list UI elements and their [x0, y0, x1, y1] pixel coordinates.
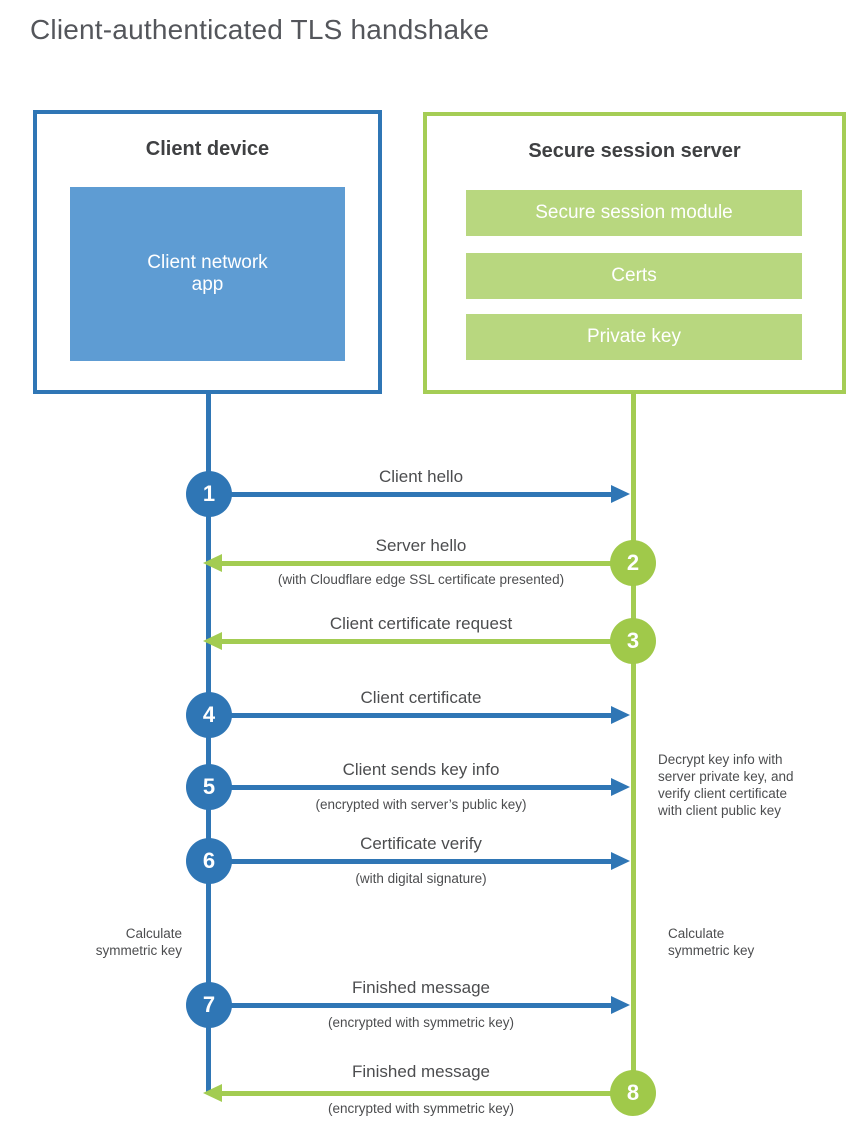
step-3-arrowhead-icon: [203, 632, 222, 650]
step-5-sublabel: (encrypted with server’s public key): [315, 797, 527, 812]
step-4-arrowhead-icon: [611, 706, 630, 724]
client-network-app-module: Client network app: [70, 187, 345, 361]
step-2-badge: 2: [610, 540, 656, 586]
step-1-arrowhead-icon: [611, 485, 630, 503]
step-3-arrow: [222, 639, 633, 644]
step-7-sublabel: (encrypted with symmetric key): [327, 1015, 515, 1030]
step-8-arrowhead-icon: [203, 1084, 222, 1102]
client-lifeline: [206, 392, 211, 1093]
step-5-badge: 5: [186, 764, 232, 810]
step-7-label: Finished message: [352, 978, 490, 997]
step-4-badge: 4: [186, 692, 232, 738]
step-1-badge: 1: [186, 471, 232, 517]
step-4-label: Client certificate: [360, 688, 482, 707]
step-5-label: Client sends key info: [342, 760, 500, 779]
secure-session-server-box: Secure session server Secure session mod…: [423, 112, 846, 394]
step-1-arrow: [209, 492, 613, 497]
step-2-sublabel: (with Cloudflare edge SSL certificate pr…: [277, 572, 565, 587]
step-6-label: Certificate verify: [360, 834, 482, 853]
step-6-arrowhead-icon: [611, 852, 630, 870]
step-2-arrowhead-icon: [203, 554, 222, 572]
step-6-arrow: [209, 859, 613, 864]
step-7-arrow: [209, 1003, 613, 1008]
decrypt-note: Decrypt key info with server private key…: [658, 752, 794, 818]
step-7-arrowhead-icon: [611, 996, 630, 1014]
step-6-sublabel: (with digital signature): [355, 871, 487, 886]
step-8-badge: 8: [610, 1070, 656, 1116]
step-4-arrow: [209, 713, 613, 718]
step-8-arrow: [222, 1091, 633, 1096]
step-8-sublabel: (encrypted with symmetric key): [327, 1101, 515, 1116]
client-device-title: Client device: [145, 138, 270, 160]
step-1-label: Client hello: [378, 467, 464, 486]
server-module-secure-session: Secure session module: [466, 190, 802, 236]
client-device-box: Client device Client network app: [33, 110, 382, 394]
page-title: Client-authenticated TLS handshake: [30, 14, 490, 45]
step-5-arrow: [209, 785, 613, 790]
step-6-badge: 6: [186, 838, 232, 884]
step-3-label: Client certificate request: [329, 614, 513, 633]
step-7-badge: 7: [186, 982, 232, 1028]
step-8-label: Finished message: [352, 1062, 490, 1081]
calculate-symmetric-key-note-client: Calculate symmetric key: [95, 926, 182, 958]
calculate-symmetric-key-note-server: Calculate symmetric key: [668, 926, 755, 958]
step-3-badge: 3: [610, 618, 656, 664]
step-2-arrow: [222, 561, 633, 566]
server-lifeline: [631, 392, 636, 1093]
step-5-arrowhead-icon: [611, 778, 630, 796]
step-2-label: Server hello: [375, 536, 467, 555]
secure-session-server-title: Secure session server: [528, 140, 741, 162]
server-module-certs: Certs: [466, 253, 802, 299]
server-module-private-key: Private key: [466, 314, 802, 360]
